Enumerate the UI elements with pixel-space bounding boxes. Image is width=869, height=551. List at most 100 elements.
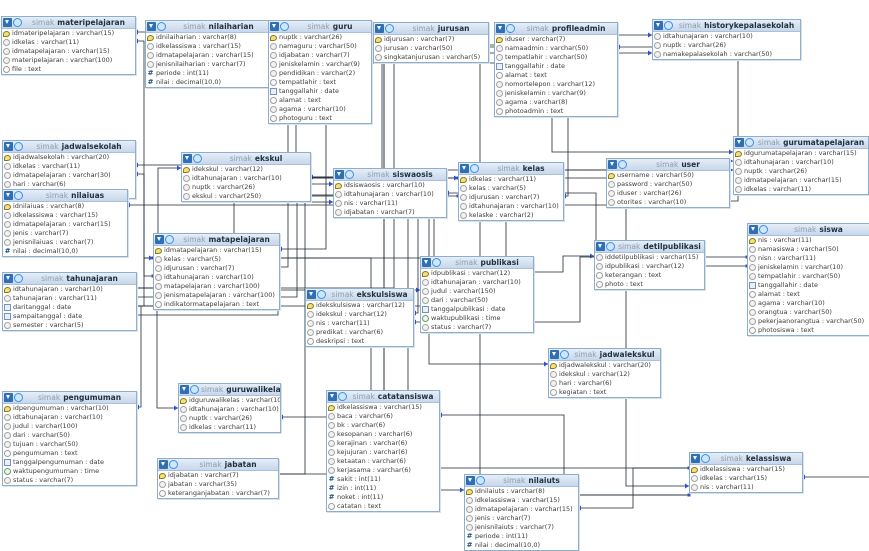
column-row[interactable]: kelas : varchar(5) <box>154 255 279 264</box>
column-row[interactable]: namaadmin : varchar(50) <box>495 44 617 53</box>
column-row[interactable]: status : varchar(7) <box>421 323 533 332</box>
column-row[interactable]: idmatapelajaran : varchar(15) <box>146 51 271 60</box>
table-options-icon[interactable] <box>338 392 347 401</box>
column-row[interactable]: jurusan : varchar(50) <box>374 44 488 53</box>
column-row[interactable]: kejujuran : varchar(6) <box>327 448 439 457</box>
column-row[interactable]: judul : varchar(150) <box>421 287 533 296</box>
column-row[interactable]: idjurusan : varchar(7) <box>459 193 563 202</box>
column-row[interactable]: jenisnilaiuas : varchar(7) <box>3 238 127 247</box>
column-row[interactable]: idpengumuman : varchar(10) <box>3 404 136 413</box>
table-options-icon[interactable] <box>701 454 710 463</box>
column-row[interactable]: idkelassiswa : varchar(15) <box>690 465 802 474</box>
column-row[interactable]: namasiswa : varchar(50) <box>748 245 869 254</box>
column-row[interactable]: idtahunajaran : varchar(10) <box>734 158 868 167</box>
column-row[interactable]: idjadwalekskul : varchar(20) <box>549 361 660 370</box>
column-row[interactable]: nis : varchar(11) <box>690 483 802 492</box>
column-row[interactable]: #nilai : decimal(10,0) <box>3 247 127 256</box>
column-row[interactable]: keteranganjabatan : varchar(7) <box>158 489 278 498</box>
column-row[interactable]: namaguru : varchar(50) <box>269 42 371 51</box>
column-row[interactable]: idmateripelajaran : varchar(15) <box>2 29 135 38</box>
column-row[interactable]: idjurusan : varchar(7) <box>374 35 488 44</box>
table-options-icon[interactable] <box>470 164 479 173</box>
collapse-toggle-icon[interactable] <box>4 393 13 402</box>
column-row[interactable]: iduser : varchar(7) <box>495 35 617 44</box>
column-row[interactable]: jenismatapelajaran : varchar(100) <box>154 291 279 300</box>
column-row[interactable]: idkelas : varchar(11) <box>179 423 280 432</box>
table-options-icon[interactable] <box>618 160 627 169</box>
column-row[interactable]: idmatapelajaran : varchar(15) <box>3 220 127 229</box>
collapse-toggle-icon[interactable] <box>4 142 13 151</box>
column-row[interactable]: idkelas : varchar(11) <box>3 162 135 171</box>
column-row[interactable]: idkelassiswa : varchar(15) <box>3 211 127 220</box>
column-row[interactable]: nomortelepon : varchar(12) <box>495 80 617 89</box>
collapse-toggle-icon[interactable] <box>155 235 164 244</box>
column-row[interactable]: #periode : int(11) <box>465 532 578 541</box>
column-row[interactable]: tujuan : varchar(50) <box>3 440 136 449</box>
collapse-toggle-icon[interactable] <box>307 290 316 299</box>
column-row[interactable]: idekskul : varchar(12) <box>182 165 310 174</box>
column-row[interactable]: alamat : text <box>269 96 371 105</box>
table-options-icon[interactable] <box>606 242 615 251</box>
table-options-icon[interactable] <box>190 385 199 394</box>
column-row[interactable]: nuptk : varchar(26) <box>269 33 371 42</box>
column-row[interactable]: idtahunajaran : varchar(10) <box>459 202 563 211</box>
column-row[interactable]: dari : varchar(50) <box>3 431 136 440</box>
column-row[interactable]: hari : varchar(6) <box>3 180 135 189</box>
column-row[interactable]: photo : text <box>595 280 704 289</box>
column-row[interactable]: #nilai : decimal(10,0) <box>146 78 271 87</box>
collapse-toggle-icon[interactable] <box>749 225 758 234</box>
column-row[interactable]: idmatapelajaran : varchar(15) <box>465 505 578 514</box>
column-row[interactable]: jeniskelamin : varchar(9) <box>269 60 371 69</box>
column-row[interactable]: status : varchar(7) <box>3 476 136 485</box>
column-row[interactable]: username : varchar(50) <box>607 171 729 180</box>
collapse-toggle-icon[interactable] <box>550 350 559 359</box>
table-options-icon[interactable] <box>169 460 178 469</box>
column-row[interactable]: kerajinan : varchar(6) <box>327 439 439 448</box>
table-options-icon[interactable] <box>476 476 485 485</box>
column-row[interactable]: photosiswa : text <box>748 326 869 335</box>
column-row[interactable]: agama : varchar(10) <box>748 299 869 308</box>
column-row[interactable]: nis : varchar(11) <box>748 236 869 245</box>
column-row[interactable]: agama : varchar(8) <box>495 98 617 107</box>
table-options-icon[interactable] <box>345 170 354 179</box>
collapse-toggle-icon[interactable] <box>460 164 469 173</box>
column-row[interactable]: #sakit : int(11) <box>327 475 439 484</box>
column-row[interactable]: password : varchar(50) <box>607 180 729 189</box>
column-row[interactable]: idkelassiswa : varchar(15) <box>146 42 271 51</box>
column-row[interactable]: pendidikan : varchar(2) <box>269 69 371 78</box>
column-row[interactable]: waktupengumuman : time <box>3 467 136 476</box>
collapse-toggle-icon[interactable] <box>466 476 475 485</box>
column-row[interactable]: iduser : varchar(26) <box>607 189 729 198</box>
column-row[interactable]: #periode : int(11) <box>146 69 271 78</box>
column-row[interactable]: kerjasama : varchar(6) <box>327 466 439 475</box>
column-row[interactable]: idpublikasi : varchar(12) <box>595 262 704 271</box>
collapse-toggle-icon[interactable] <box>4 191 13 200</box>
column-row[interactable]: idkelas : varchar(11) <box>459 175 563 184</box>
collapse-toggle-icon[interactable] <box>735 138 744 147</box>
column-row[interactable]: baca : varchar(6) <box>327 412 439 421</box>
column-row[interactable]: pengumuman : text <box>3 449 136 458</box>
column-row[interactable]: materipelajaran : varchar(100) <box>2 56 135 65</box>
column-row[interactable]: nuptk : varchar(26) <box>179 414 280 423</box>
table-options-icon[interactable] <box>14 393 23 402</box>
column-row[interactable]: idkelassiswa : varchar(15) <box>465 496 578 505</box>
collapse-toggle-icon[interactable] <box>654 21 663 30</box>
column-row[interactable]: idsiswaosis : varchar(10) <box>334 181 446 190</box>
table-options-icon[interactable] <box>157 22 166 31</box>
column-row[interactable]: hari : varchar(6) <box>549 379 660 388</box>
collapse-toggle-icon[interactable] <box>691 454 700 463</box>
